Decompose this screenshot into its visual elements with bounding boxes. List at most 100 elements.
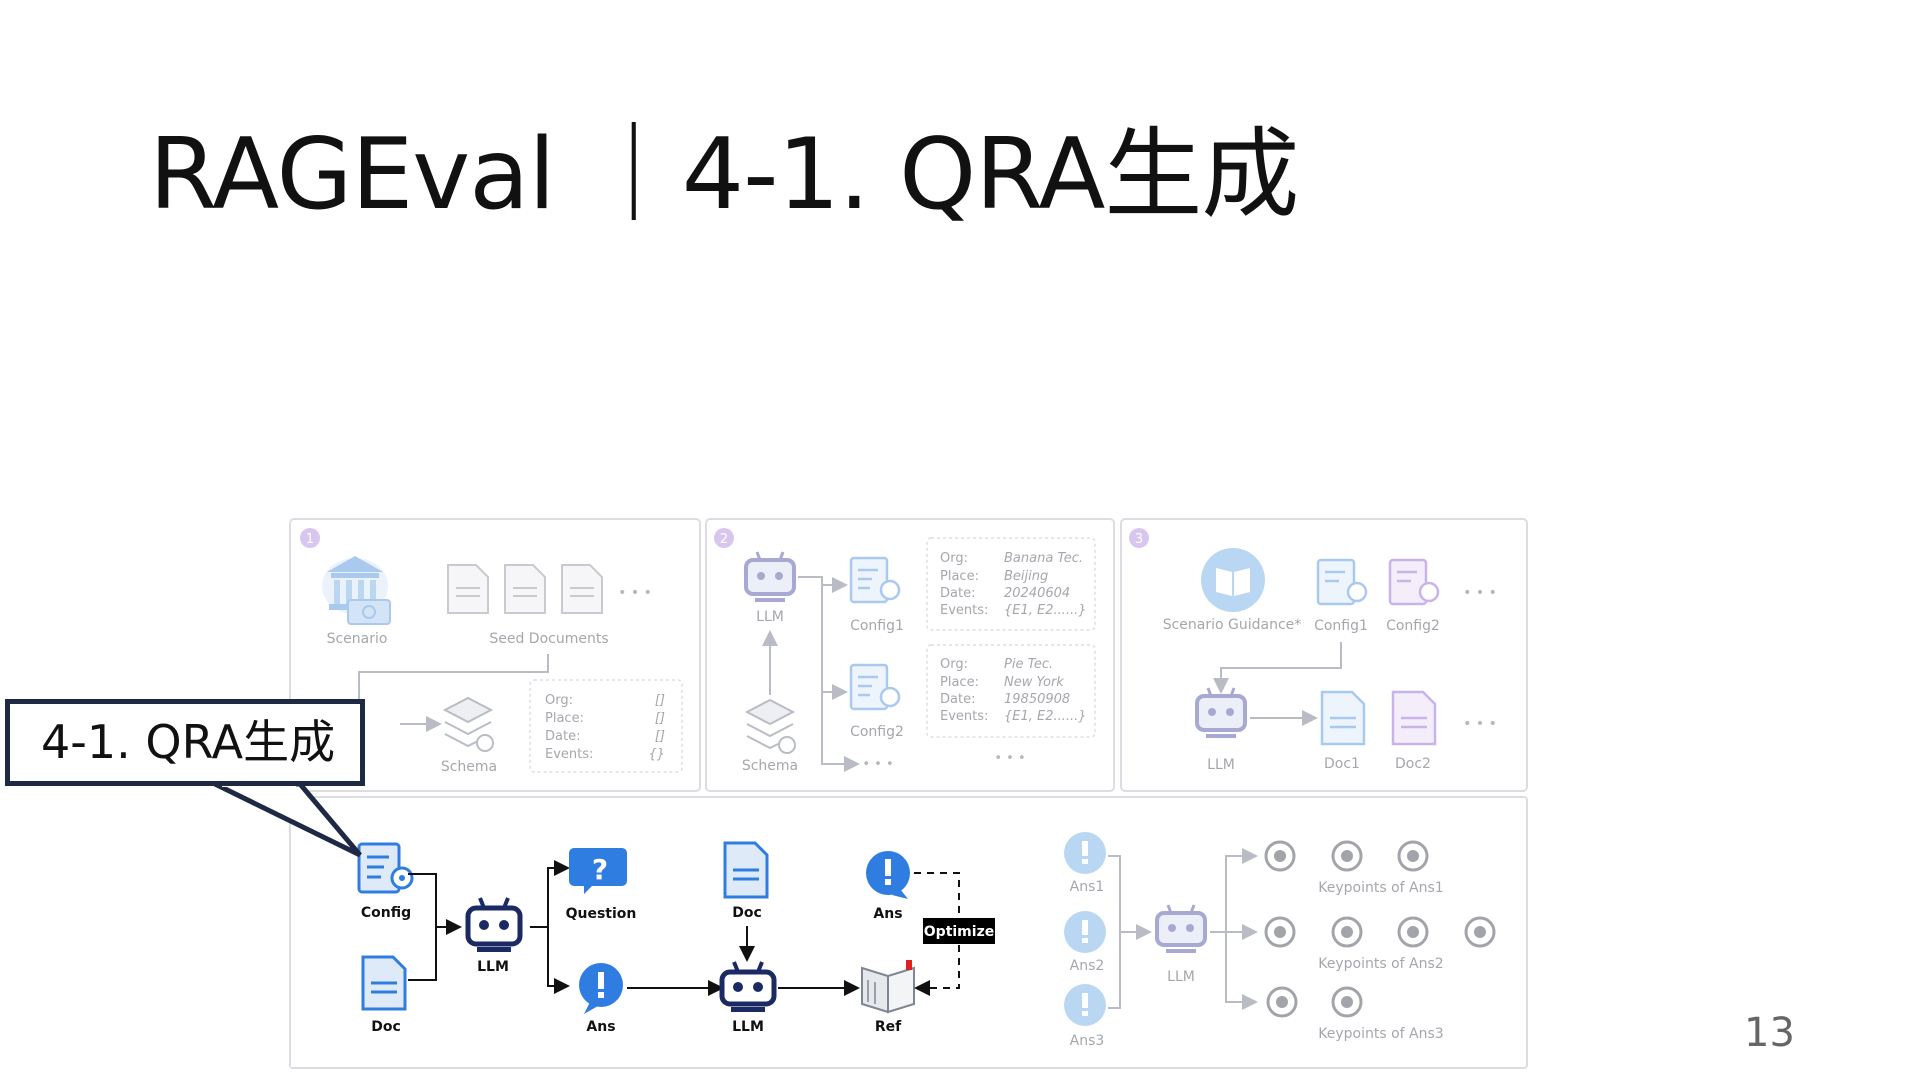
cards-ellipsis: • • • xyxy=(994,751,1025,766)
step-number-3: 3 xyxy=(1135,532,1143,547)
card2-key: Events: xyxy=(940,709,988,724)
config1-label-3: Config1 xyxy=(1314,618,1368,634)
keypoint-target-icon xyxy=(1331,916,1363,948)
bank-icon xyxy=(322,556,391,625)
keypoint-target-icon xyxy=(1331,986,1363,1018)
ans1-label: Ans1 xyxy=(1070,879,1105,895)
config1-label-2: Config1 xyxy=(850,618,904,634)
card2-key: Place: xyxy=(940,675,979,690)
keypoint-target-icon xyxy=(1397,916,1429,948)
card1-value: Beijing xyxy=(1004,569,1048,584)
doc2-icon xyxy=(1391,690,1437,746)
doc-label: Doc xyxy=(371,1019,401,1035)
optimize-label: Optimize xyxy=(924,924,994,940)
llm-robot-icon-2 xyxy=(719,961,777,1012)
schema-field-value: {} xyxy=(648,747,665,762)
card2-value: 19850908 xyxy=(1004,692,1070,707)
card1-key: Events: xyxy=(940,603,988,618)
config1-card xyxy=(926,537,1096,631)
llm-robot-icon xyxy=(744,551,796,602)
seed-docs-ellipsis: • • • xyxy=(618,585,652,601)
schema-field-key: Events: xyxy=(545,747,593,762)
config-label: Config xyxy=(361,905,411,921)
config2-label-3: Config2 xyxy=(1386,618,1440,634)
panel-5-keypoints: Ans1 Ans2 Ans3 LLM Ke xyxy=(1064,832,1496,1049)
schema-icon xyxy=(744,698,796,754)
llm2-label: LLM xyxy=(732,1019,764,1035)
doc1-label: Doc1 xyxy=(1324,756,1360,772)
schema-field-key: Place: xyxy=(545,711,584,726)
card2-key: Org: xyxy=(940,657,968,672)
seed-doc-icon-3 xyxy=(561,564,603,614)
answer-faded-icon-3 xyxy=(1064,984,1106,1026)
doc2-label: Doc2 xyxy=(1395,756,1431,772)
panel-1-corpus: 1 Scenario xyxy=(289,518,701,792)
schema-label-2: Schema xyxy=(742,758,798,774)
ref-label: Ref xyxy=(875,1019,902,1035)
optimize-tag xyxy=(923,918,995,944)
scenario-guidance-label: Scenario Guidance* xyxy=(1163,617,1302,633)
panel-2-config: 2 LLM Schema • • • Co xyxy=(705,518,1115,792)
schema-icon xyxy=(442,696,494,752)
keypoints-ans3-label: Keypoints of Ans3 xyxy=(1318,1026,1443,1042)
callout-box: 4-1. QRA生成 xyxy=(5,699,365,786)
slide-title: RAGEval ｜4-1. QRA生成 xyxy=(149,118,1299,232)
card1-key: Place: xyxy=(940,569,979,584)
schema-field-key: Date: xyxy=(545,729,580,744)
card1-key: Date: xyxy=(940,586,975,601)
schema-field-value: [] xyxy=(655,693,665,708)
schema-field-key: Org: xyxy=(545,693,573,708)
card2-key: Date: xyxy=(940,692,975,707)
card1-value: Banana Tec. xyxy=(1004,551,1083,566)
keypoints-ans2-label: Keypoints of Ans2 xyxy=(1318,956,1443,972)
card1-value: 20240604 xyxy=(1004,586,1070,601)
config-doc-icon-3b xyxy=(1388,558,1440,606)
seed-doc-icon-1 xyxy=(447,564,489,614)
answer-faded-icon-2 xyxy=(1064,911,1106,953)
answer-top-icon xyxy=(866,851,910,899)
config-doc-icon-2 xyxy=(849,663,901,711)
doc1-icon xyxy=(1320,690,1366,746)
card2-value: Pie Tec. xyxy=(1004,657,1053,672)
llm-label-5: LLM xyxy=(1167,969,1195,985)
config-doc-icon-1 xyxy=(849,556,901,604)
schema-fields-card xyxy=(529,679,683,773)
step-badge-3 xyxy=(1129,528,1149,548)
ans-top-label: Ans xyxy=(873,906,902,922)
config2-label-2: Config2 xyxy=(850,724,904,740)
keypoint-target-icon xyxy=(1264,840,1296,872)
ans3-label: Ans3 xyxy=(1070,1033,1105,1049)
step-badge-1 xyxy=(300,528,320,548)
ans-label: Ans xyxy=(586,1019,615,1035)
keypoint-target-icon xyxy=(1264,916,1296,948)
answer-icon xyxy=(579,963,623,1014)
panel-3-documents: 3 Scenario Guidance* Config1 Config2 • •… xyxy=(1120,518,1528,792)
answer-faded-icon-1 xyxy=(1064,832,1106,874)
card2-value: {E1, E2......} xyxy=(1004,709,1087,724)
llm-robot-icon xyxy=(465,897,523,952)
keypoint-target-icon xyxy=(1266,986,1298,1018)
configs-ellipsis: • • • xyxy=(1463,585,1497,601)
schema-label-1: Schema xyxy=(441,759,497,775)
llm-label-3: LLM xyxy=(1207,757,1235,773)
schema-field-value: [] xyxy=(655,729,665,744)
reference-book-icon xyxy=(861,960,915,1014)
card1-value: {E1, E2......} xyxy=(1004,603,1087,618)
card1-key: Org: xyxy=(940,551,968,566)
llm-robot-icon xyxy=(1155,904,1207,953)
keypoint-target-icon xyxy=(1397,840,1429,872)
docs-ellipsis: • • • xyxy=(1463,716,1497,732)
question-icon: ? xyxy=(569,848,627,894)
llm-label-4: LLM xyxy=(477,959,509,975)
doc-top-icon xyxy=(723,841,769,899)
panel-4-qra-generation: Config Doc LLM ? Question xyxy=(291,798,1025,1067)
step-badge-2 xyxy=(714,528,734,548)
scenario-label: Scenario xyxy=(327,631,388,647)
keypoints-ans1-label: Keypoints of Ans1 xyxy=(1318,880,1443,896)
llm-robot-icon xyxy=(1195,687,1247,738)
doc-top-label: Doc xyxy=(732,905,762,921)
llm-output-ellipsis: • • • xyxy=(862,757,893,772)
step-number-2: 2 xyxy=(720,532,728,547)
card2-value: New York xyxy=(1004,675,1064,690)
config2-card xyxy=(926,644,1096,738)
